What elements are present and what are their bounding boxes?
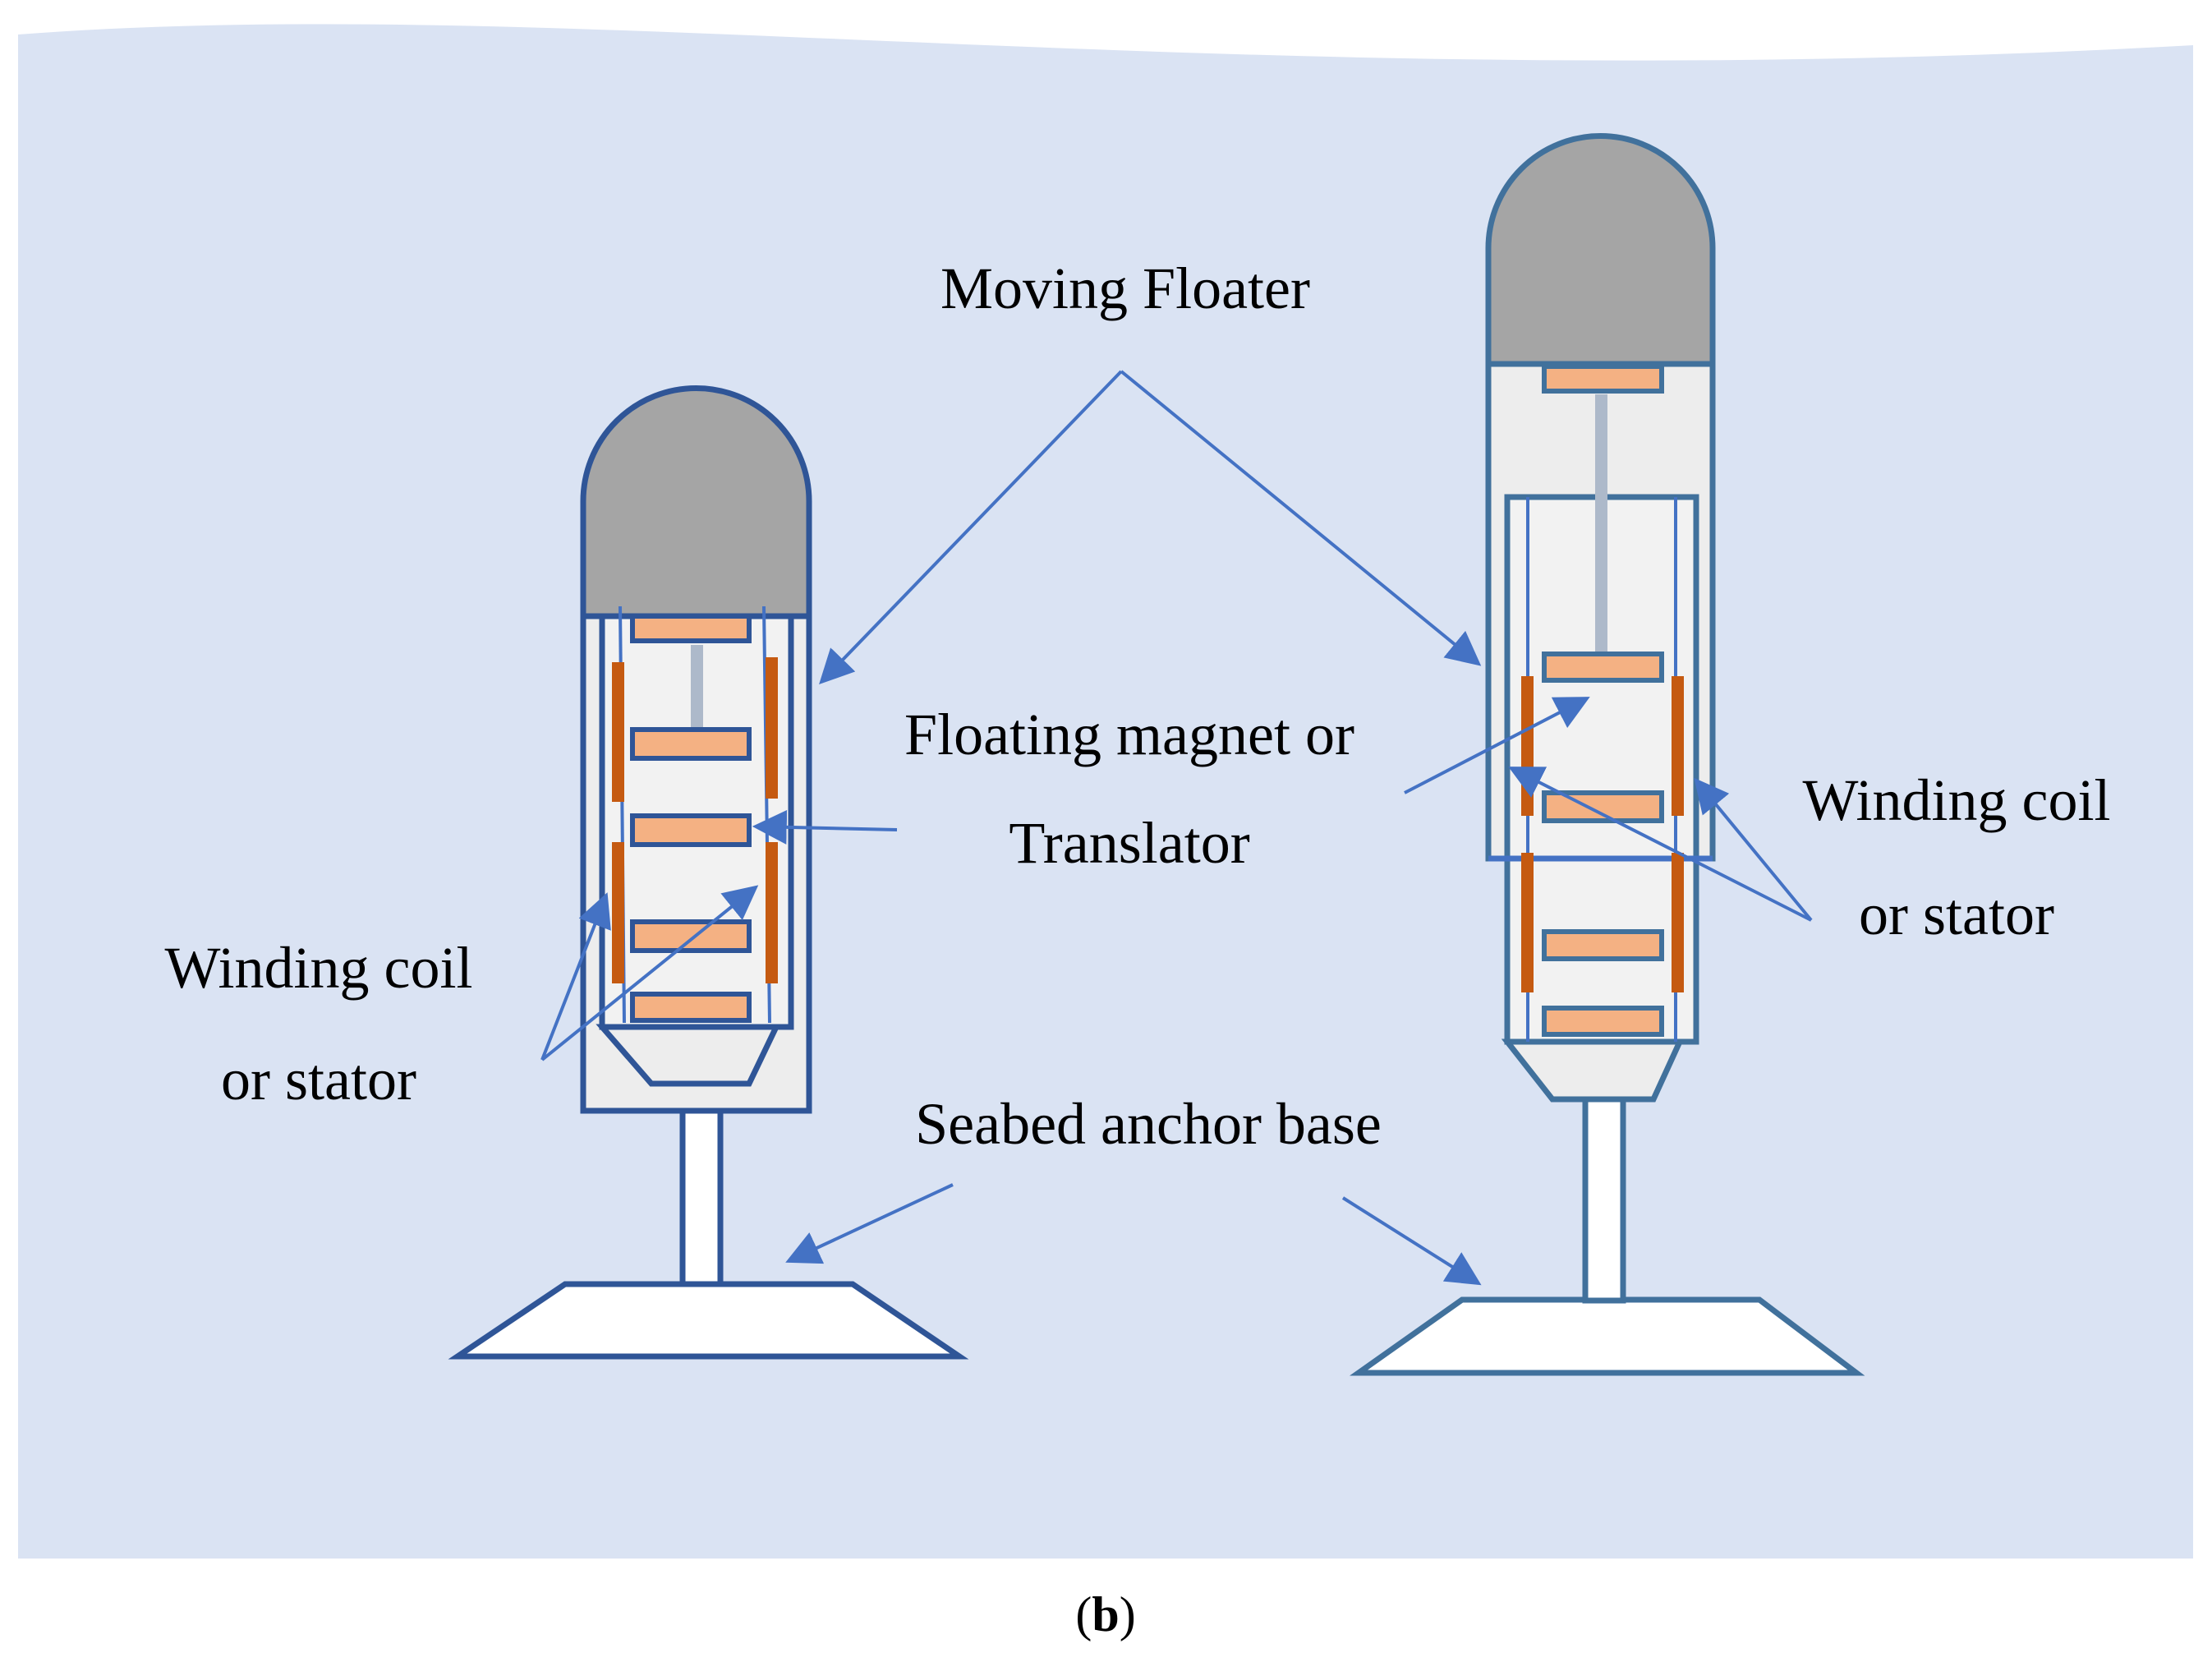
arrow-winding-right-2	[1508, 767, 1812, 922]
label-winding-right-line2: or stator	[1859, 882, 2054, 947]
left-magnet	[630, 614, 752, 643]
arrow-winding-left-2	[540, 885, 759, 1061]
left-coil	[612, 662, 624, 802]
arrow-moving-floater-left	[819, 370, 1123, 685]
arrow-winding-left-1	[540, 892, 611, 1061]
left-magnet	[630, 813, 752, 847]
left-magnet	[630, 992, 752, 1023]
right-magnet	[1542, 1006, 1664, 1037]
caption-close: )	[1120, 1587, 1136, 1641]
arrow-translator-left	[752, 809, 898, 845]
figure-caption: (b)	[1075, 1587, 1135, 1641]
left-magnet	[630, 919, 752, 953]
label-floating-magnet-line1: Floating magnet or	[904, 702, 1354, 767]
right-anchor-base	[1349, 1296, 1865, 1376]
pointer-arrows	[540, 370, 1813, 1286]
right-shaft	[1582, 1096, 1626, 1304]
right-magnet	[1542, 790, 1664, 823]
right-magnet	[1542, 929, 1664, 961]
right-coil	[1672, 676, 1684, 816]
arrow-winding-right-1	[1694, 777, 1813, 922]
label-seabed-anchor: Seabed anchor base	[915, 1091, 1382, 1157]
left-anchor-base	[448, 1281, 969, 1360]
right-magnet	[1542, 364, 1664, 394]
left-coil	[766, 842, 778, 983]
label-winding-left-line2: or stator	[221, 1047, 416, 1112]
left-coil	[766, 657, 778, 799]
right-float-cap	[1485, 133, 1716, 367]
right-device	[1349, 133, 1865, 1376]
left-coil	[612, 842, 624, 983]
right-coil	[1521, 853, 1534, 992]
arrow-moving-floater-right	[1120, 370, 1482, 666]
arrow-seabed-left	[785, 1183, 954, 1264]
label-winding-left-line1: Winding coil	[164, 935, 472, 1001]
right-magnet	[1542, 652, 1664, 683]
left-rod	[691, 645, 703, 737]
right-coil	[1672, 853, 1684, 992]
arrow-translator-right	[1404, 697, 1590, 794]
right-rod	[1595, 394, 1607, 653]
caption-letter: b	[1092, 1587, 1119, 1641]
label-moving-floater: Moving Floater	[940, 256, 1310, 321]
left-device	[448, 385, 969, 1360]
right-coil	[1521, 676, 1534, 816]
label-winding-right-line1: Winding coil	[1802, 767, 2110, 833]
caption-open: (	[1075, 1587, 1092, 1641]
left-magnet	[630, 727, 752, 761]
label-floating-magnet-line2: Translator	[1009, 810, 1249, 876]
arrow-seabed-right	[1341, 1196, 1482, 1286]
left-shaft	[679, 1080, 724, 1287]
left-float-cap	[580, 385, 812, 619]
